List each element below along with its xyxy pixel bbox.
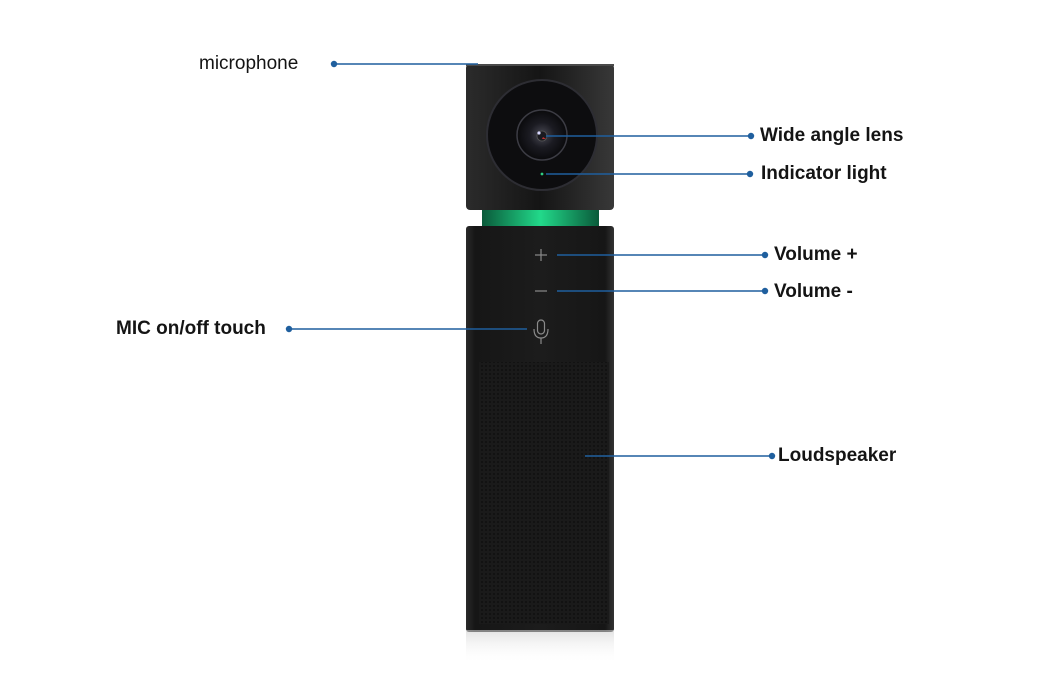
leader-wide-angle-lens — [546, 132, 755, 140]
leader-mic-touch — [285, 325, 527, 333]
leader-microphone — [330, 60, 478, 68]
leader-indicator-light — [546, 170, 754, 178]
label-mic-touch: MIC on/off touch — [116, 318, 266, 339]
floor-reflection — [466, 630, 614, 664]
green-accent-ring — [482, 210, 599, 226]
speaker-body — [466, 226, 614, 664]
label-volume-minus: Volume - — [774, 281, 853, 302]
leader-loudspeaker — [585, 452, 776, 460]
plus-icon[interactable] — [535, 249, 547, 261]
loudspeaker-grille — [479, 362, 609, 624]
label-wide-angle-lens: Wide angle lens — [760, 125, 904, 146]
microphone-icon[interactable] — [533, 319, 549, 344]
label-loudspeaker: Loudspeaker — [778, 445, 897, 466]
label-volume-plus: Volume + — [774, 244, 858, 265]
indicator-light — [540, 172, 544, 176]
label-microphone: microphone — [199, 53, 299, 74]
label-indicator-light: Indicator light — [761, 163, 887, 184]
leader-volume-plus — [557, 251, 769, 259]
leader-volume-minus — [557, 287, 769, 295]
camera-module — [466, 64, 614, 210]
